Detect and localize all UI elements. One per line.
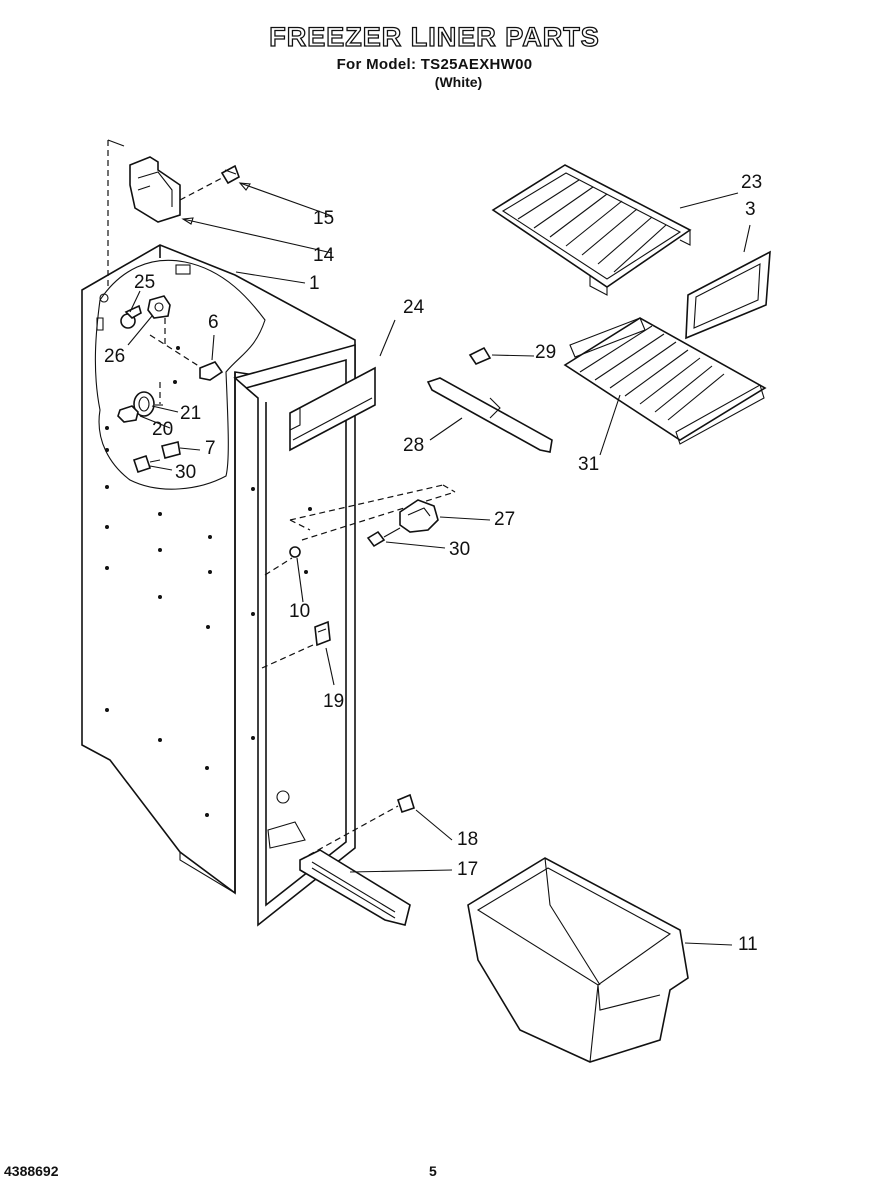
screw-part-30-lower (366, 527, 401, 548)
callout-10: 10 (289, 601, 311, 622)
callout-11: 11 (738, 934, 758, 955)
callout-25: 25 (134, 272, 156, 293)
control-part-21 (133, 391, 163, 417)
callout-28: 28 (403, 435, 425, 456)
wire-shelf-part-31 (563, 317, 767, 445)
callout-19: 19 (323, 691, 345, 712)
callout-30-lower: 30 (449, 539, 471, 560)
bracket-part-27 (399, 499, 439, 533)
socket-part-26 (147, 295, 171, 319)
callout-31: 31 (578, 454, 600, 475)
bracket-part-7 (161, 441, 181, 459)
model-subtitle: For Model: TS25AEXHW00 (336, 56, 533, 73)
page-title: FREEZER LINER PARTS (269, 21, 600, 52)
liner-front-flange (233, 343, 356, 927)
plug-part-10 (289, 546, 301, 558)
bin-part-11 (467, 857, 689, 1063)
bracket-part-28 (426, 377, 553, 453)
shelf-part-23 (491, 164, 692, 296)
color-subtitle: (White) (434, 74, 483, 90)
callout-30-upper: 30 (175, 462, 197, 483)
callout-15: 15 (313, 208, 335, 229)
bracket-part-14 (129, 156, 181, 223)
callout-26: 26 (104, 346, 126, 367)
screw-part-29 (468, 346, 492, 365)
callout-7: 7 (205, 438, 216, 459)
knob-part-20 (117, 405, 139, 423)
cover-part-24 (289, 366, 376, 452)
document-number: 4388692 (4, 1163, 59, 1179)
callout-3: 3 (745, 199, 756, 220)
callout-1: 1 (309, 273, 320, 294)
callout-21: 21 (180, 403, 202, 424)
callout-14: 14 (313, 245, 335, 266)
page-number: 5 (429, 1163, 437, 1179)
callout-27: 27 (494, 509, 516, 530)
callout-20: 20 (152, 419, 174, 440)
screw-part-30-upper (132, 454, 161, 474)
bulb-part-25 (120, 304, 142, 329)
callout-6: 6 (208, 312, 219, 333)
switch-part-19 (314, 620, 331, 647)
leader-lines (127, 182, 751, 946)
callout-17: 17 (457, 859, 479, 880)
screw-part-15 (220, 164, 240, 185)
trim-part-3 (685, 250, 771, 340)
callout-29: 29 (535, 342, 557, 363)
callout-24: 24 (403, 297, 425, 318)
trim-part-17 (299, 849, 411, 926)
callout-23: 23 (741, 172, 763, 193)
callout-18: 18 (457, 829, 479, 850)
clip-part-6 (199, 361, 224, 381)
screw-part-18 (397, 793, 415, 814)
